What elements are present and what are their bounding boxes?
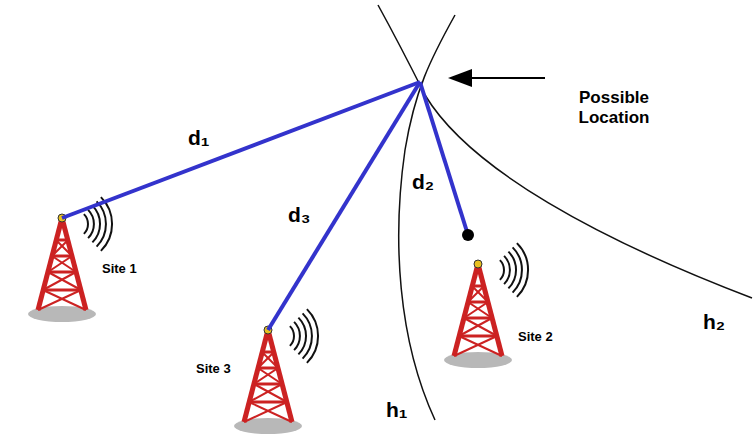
distance-label: d₁ (188, 126, 210, 150)
location-label: Possible Location (568, 88, 660, 127)
hyperbola-label: h₂ (703, 310, 725, 334)
distance-label: d₂ (412, 170, 434, 194)
site-label: Site 2 (518, 330, 553, 345)
distance-line (62, 82, 420, 218)
hyperbola-curve (399, 15, 455, 420)
arrow-head (448, 69, 472, 87)
site-label: Site 1 (102, 262, 137, 277)
pointer-arrow (468, 77, 545, 79)
distance-line (420, 82, 468, 235)
hyperbola-label: h₁ (386, 398, 408, 422)
cell-tower (234, 309, 318, 434)
site-label: Site 3 (196, 362, 231, 377)
site-dot (462, 229, 474, 241)
distance-line (268, 82, 420, 330)
cell-tower (444, 243, 528, 368)
distance-label: d₃ (288, 203, 311, 227)
hyperbola-curve (378, 5, 752, 298)
